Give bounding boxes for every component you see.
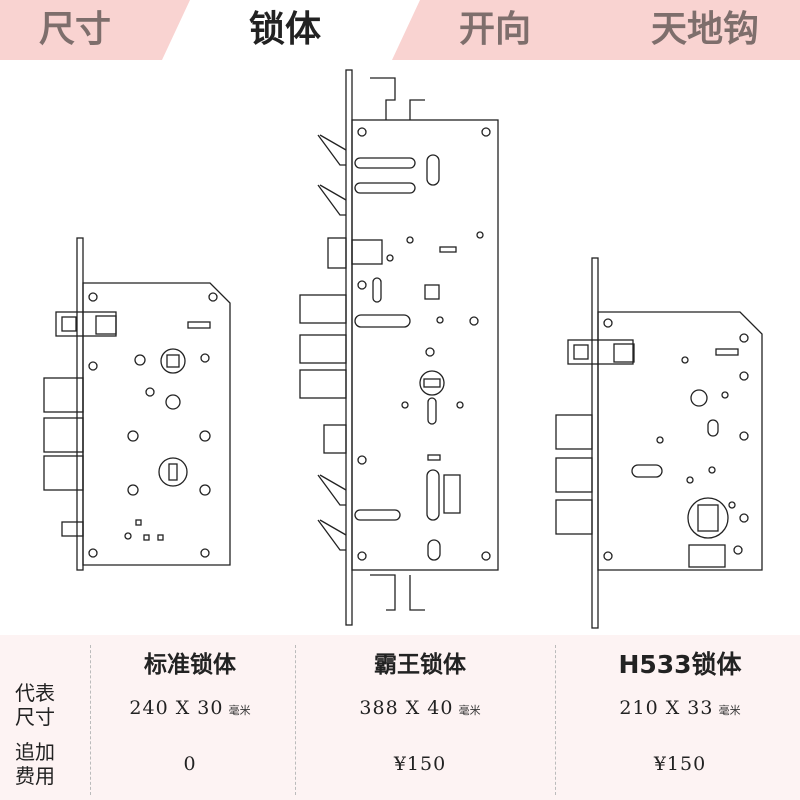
size-value: 210 X 33 <box>619 697 714 719</box>
row-header-line: 追加 <box>15 740 55 764</box>
tab-lock-body[interactable]: 锁体 <box>248 9 321 50</box>
column-header-standard: 标准锁体 <box>144 652 236 678</box>
cost-cell-bawang: ¥150 <box>393 753 447 775</box>
active-tab-background <box>162 0 420 60</box>
tab-open-direction[interactable]: 开向 <box>458 9 531 50</box>
column-header-bawang: 霸王锁体 <box>374 652 466 678</box>
size-value: 388 X 40 <box>359 697 454 719</box>
column-divider <box>295 645 296 795</box>
tab-bar: 尺寸 锁体 开向 天地钩 <box>0 0 800 60</box>
cost-cell-h533: ¥150 <box>653 753 707 775</box>
tab-top-bottom-hook[interactable]: 天地钩 <box>650 9 759 50</box>
column-divider <box>90 645 91 795</box>
size-unit: 毫米 <box>228 704 251 717</box>
column-divider <box>555 645 556 795</box>
size-cell-bawang: 388 X 40 毫米 <box>320 697 520 719</box>
tab-size[interactable]: 尺寸 <box>38 9 111 50</box>
size-unit: 毫米 <box>458 704 481 717</box>
column-header-h533: H533锁体 <box>618 650 742 679</box>
comparison-table: 标准锁体 霸王锁体 H533锁体 代表 尺寸 追加 费用 240 X 30 毫米… <box>0 635 800 800</box>
row-header-line: 代表 <box>15 681 55 705</box>
size-cell-h533: 210 X 33 毫米 <box>580 697 780 719</box>
cost-cell-standard: 0 <box>183 753 197 775</box>
row-header-size: 代表 尺寸 <box>15 681 55 729</box>
row-header-line: 费用 <box>15 764 55 788</box>
lock-drawings <box>43 69 763 629</box>
standard-lock-body-drawing <box>43 237 231 571</box>
h533-lock-body-drawing <box>555 257 763 629</box>
size-cell-standard: 240 X 30 毫米 <box>100 697 280 719</box>
row-header-line: 尺寸 <box>15 705 55 729</box>
size-unit: 毫米 <box>718 704 741 717</box>
row-header-extra-cost: 追加 费用 <box>15 740 55 788</box>
size-value: 240 X 30 <box>129 697 224 719</box>
bawang-lock-body-drawing <box>299 69 499 626</box>
